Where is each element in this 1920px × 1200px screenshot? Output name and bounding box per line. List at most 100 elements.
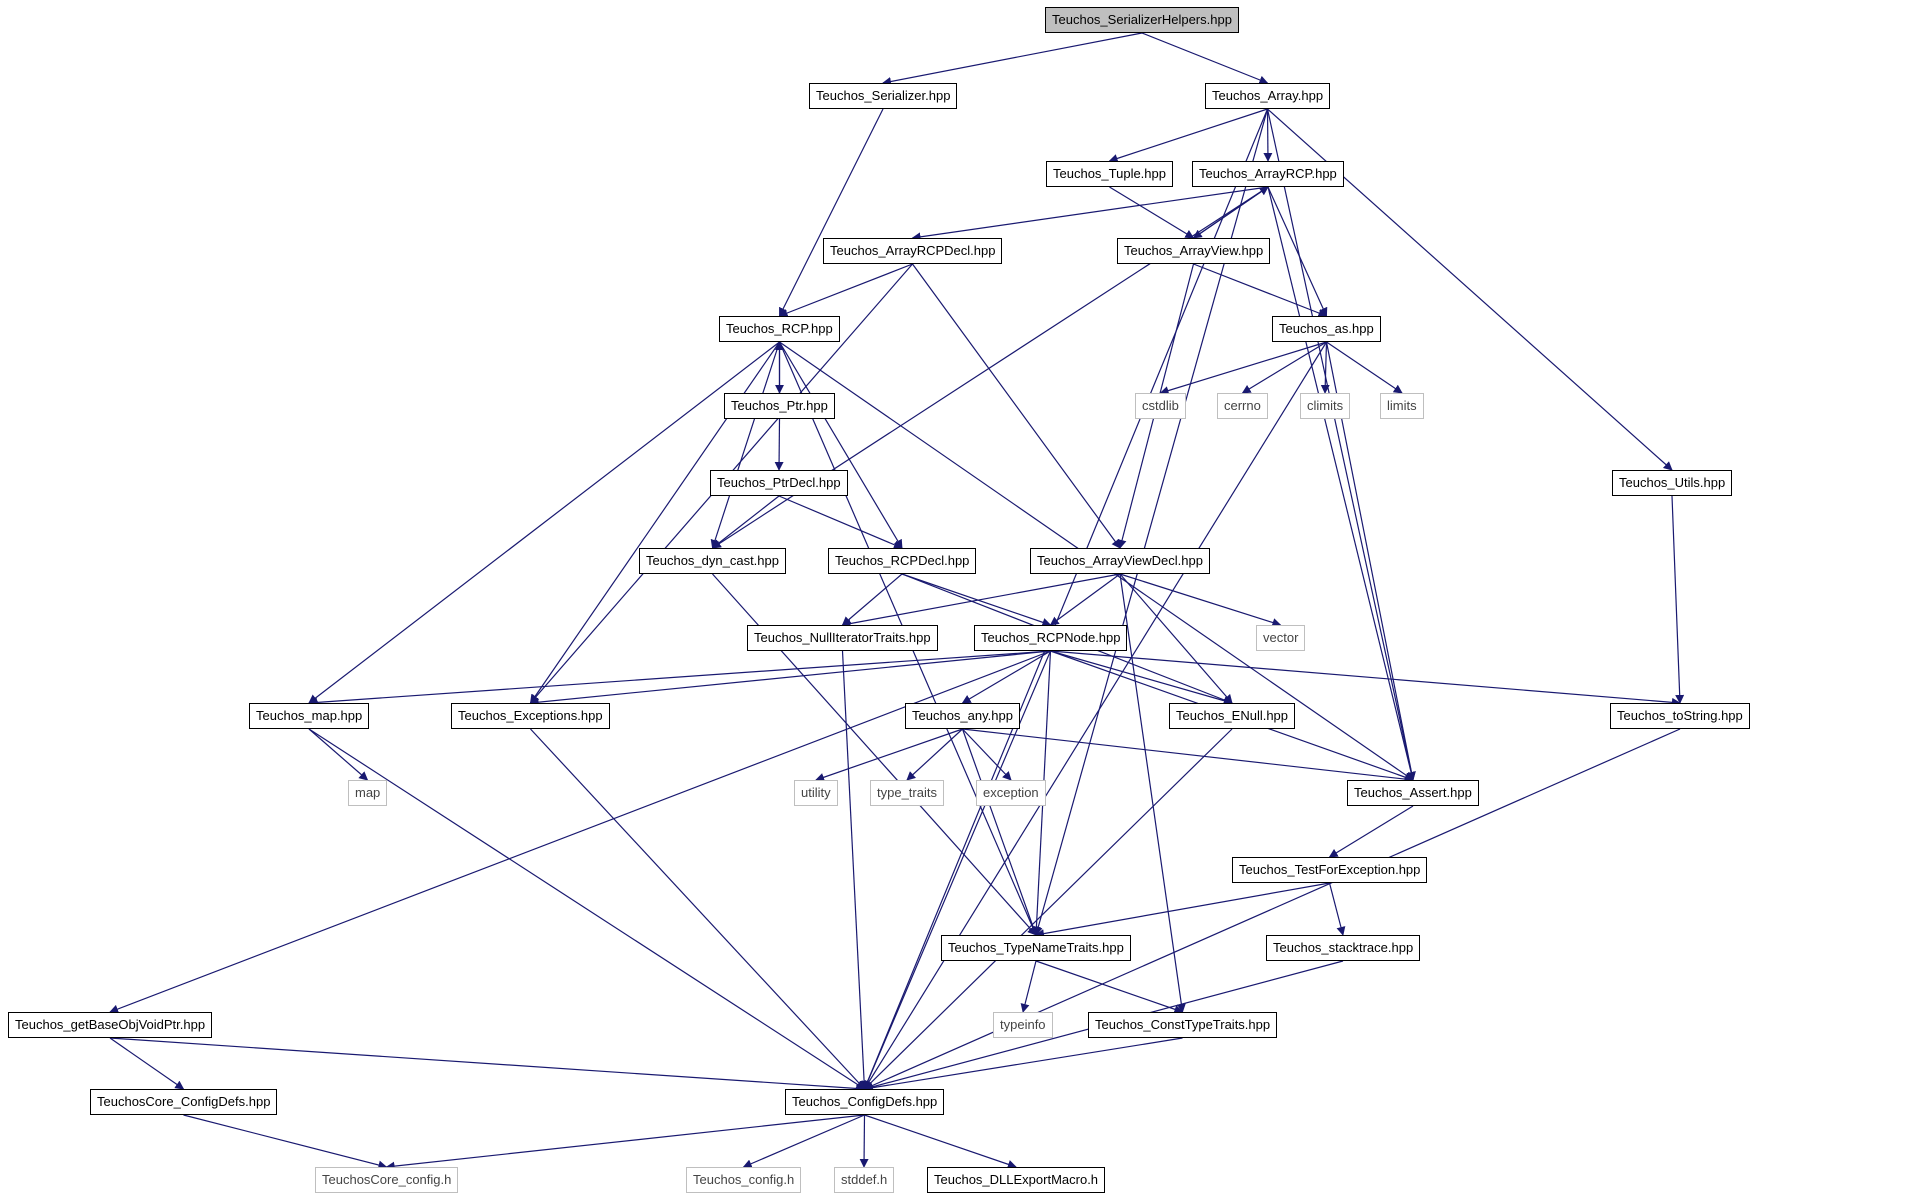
- edge-consttypetraits-to-configdefs: [863, 1037, 1183, 1093]
- node-climits: climits: [1300, 393, 1351, 419]
- node-typeinfo: typeinfo: [993, 1012, 1053, 1038]
- edge-as-to-cstdlib: [1159, 341, 1327, 395]
- edge-as-to-cerrno: [1241, 341, 1327, 394]
- edge-coreconfigdefs-to-core_config: [183, 1114, 388, 1170]
- node-limits: limits: [1380, 393, 1424, 419]
- edge-configdefs-to-stddef: [859, 1114, 869, 1168]
- node-consttypetraits[interactable]: Teuchos_ConstTypeTraits.hpp: [1088, 1012, 1278, 1038]
- node-array[interactable]: Teuchos_Array.hpp: [1205, 83, 1331, 109]
- edge-map_hpp-to-configdefs: [308, 728, 866, 1090]
- edge-assert-to-testforexception: [1328, 805, 1414, 858]
- node-arrayview[interactable]: Teuchos_ArrayView.hpp: [1117, 238, 1271, 264]
- edge-rcp-to-rcpdecl: [778, 341, 903, 549]
- node-exception: exception: [976, 780, 1046, 806]
- node-assert[interactable]: Teuchos_Assert.hpp: [1347, 780, 1479, 806]
- edge-rcpnode-to-exceptions: [529, 650, 1051, 707]
- edge-rcpnode-to-tostring: [1050, 650, 1681, 707]
- node-serializerhelpers[interactable]: Teuchos_SerializerHelpers.hpp: [1045, 7, 1239, 33]
- node-utils[interactable]: Teuchos_Utils.hpp: [1612, 470, 1733, 496]
- edge-arrayviewdecl-to-nulliteratortraits: [841, 573, 1121, 628]
- edge-arrayrcp-to-assert: [1267, 186, 1416, 781]
- node-typenametraits[interactable]: Teuchos_TypeNameTraits.hpp: [941, 935, 1131, 961]
- edge-typenametraits-to-typeinfo: [1020, 960, 1037, 1013]
- node-stacktrace[interactable]: Teuchos_stacktrace.hpp: [1266, 935, 1421, 961]
- edge-ptrdecl-to-rcpdecl: [778, 495, 903, 549]
- edge-arrayviewdecl-to-consttypetraits: [1119, 573, 1186, 1013]
- node-tostring[interactable]: Teuchos_toString.hpp: [1610, 703, 1750, 729]
- edge-typenametraits-to-consttypetraits: [1035, 960, 1184, 1014]
- node-getbaseobjvoidptr[interactable]: Teuchos_getBaseObjVoidPtr.hpp: [8, 1012, 213, 1038]
- node-any[interactable]: Teuchos_any.hpp: [905, 703, 1020, 729]
- node-utility: utility: [794, 780, 838, 806]
- edge-rcp-to-map_hpp: [308, 341, 780, 704]
- node-rcp[interactable]: Teuchos_RCP.hpp: [719, 316, 840, 342]
- edge-arrayrcpdecl-to-rcp: [778, 263, 913, 318]
- edge-any-to-typenametraits: [961, 728, 1038, 936]
- edge-map_hpp-to-map: [308, 728, 369, 781]
- edge-as-to-climits: [1320, 341, 1330, 394]
- node-cerrno: cerrno: [1217, 393, 1268, 419]
- node-arrayrcpdecl[interactable]: Teuchos_ArrayRCPDecl.hpp: [823, 238, 1003, 264]
- node-tuple[interactable]: Teuchos_Tuple.hpp: [1046, 161, 1173, 187]
- node-as[interactable]: Teuchos_as.hpp: [1272, 316, 1381, 342]
- edge-as-to-limits: [1326, 341, 1403, 394]
- edge-exceptions-to-configdefs: [530, 728, 866, 1090]
- edge-arrayviewdecl-to-enull: [1119, 573, 1233, 704]
- node-configdefs[interactable]: Teuchos_ConfigDefs.hpp: [785, 1089, 945, 1115]
- node-rcpnode[interactable]: Teuchos_RCPNode.hpp: [974, 625, 1128, 651]
- node-ptr[interactable]: Teuchos_Ptr.hpp: [724, 393, 835, 419]
- edge-array-to-typenametraits: [1033, 108, 1269, 936]
- edge-rcpnode-to-map_hpp: [308, 650, 1051, 707]
- node-arrayrcp[interactable]: Teuchos_ArrayRCP.hpp: [1192, 161, 1344, 187]
- edge-arrayviewdecl-to-rcpnode: [1049, 573, 1121, 626]
- edge-array-to-arrayrcp: [1263, 108, 1273, 162]
- edge-rcpdecl-to-rcpnode: [901, 573, 1052, 627]
- edge-arrayrcp-to-arrayrcpdecl: [911, 186, 1269, 242]
- edge-arrayrcpdecl-to-arrayviewdecl: [912, 263, 1121, 549]
- node-coreconfigdefs[interactable]: TeuchosCore_ConfigDefs.hpp: [90, 1089, 278, 1115]
- edge-serializer-to-rcp: [778, 108, 884, 317]
- edge-arrayview-to-as: [1193, 263, 1328, 318]
- node-serializer[interactable]: Teuchos_Serializer.hpp: [809, 83, 958, 109]
- edge-tuple-to-arrayview: [1109, 186, 1195, 239]
- edge-array-to-assert: [1266, 108, 1416, 781]
- edge-configdefs-to-core_config: [385, 1114, 865, 1171]
- edge-arrayrcp-to-as: [1267, 186, 1328, 317]
- edge-any-to-exception: [962, 728, 1012, 781]
- node-map-hpp[interactable]: Teuchos_map.hpp: [249, 703, 370, 729]
- node-enull[interactable]: Teuchos_ENull.hpp: [1169, 703, 1296, 729]
- edge-rcpnode-to-enull: [1050, 650, 1233, 706]
- node-map: map: [348, 780, 388, 806]
- edge-ptrdecl-to-dyn_cast: [711, 495, 780, 549]
- node-nulliteratortraits[interactable]: Teuchos_NullIteratorTraits.hpp: [747, 625, 938, 651]
- node-ptrdecl[interactable]: Teuchos_PtrDecl.hpp: [710, 470, 848, 496]
- edge-configdefs-to-config: [742, 1114, 865, 1168]
- node-dllexportmacro[interactable]: Teuchos_DLLExportMacro.h: [927, 1167, 1106, 1193]
- edge-any-to-assert: [962, 728, 1414, 784]
- edge-rcp-to-dyn_cast: [710, 341, 781, 549]
- node-arrayviewdecl[interactable]: Teuchos_ArrayViewDecl.hpp: [1030, 548, 1210, 574]
- node-cstdlib: cstdlib: [1135, 393, 1186, 419]
- edge-utils-to-tostring: [1671, 495, 1685, 704]
- edge-ptr-to-ptrdecl: [774, 418, 784, 471]
- edge-arrayviewdecl-to-vector: [1119, 573, 1282, 627]
- node-type-traits: type_traits: [870, 780, 944, 806]
- edge-rcpnode-to-any: [961, 650, 1051, 704]
- node-dyn-cast[interactable]: Teuchos_dyn_cast.hpp: [639, 548, 786, 574]
- edge-arrayview-to-arrayrcp: [1193, 186, 1269, 239]
- edge-rcpnode-to-getbaseobjvoidptr: [109, 650, 1051, 1014]
- node-testforexception[interactable]: Teuchos_TestForException.hpp: [1232, 857, 1428, 883]
- edge-any-to-type_traits: [906, 728, 963, 781]
- edge-getbaseobjvoidptr-to-coreconfigdefs: [109, 1037, 185, 1090]
- edge-serializerhelpers-to-array: [1141, 32, 1269, 85]
- node-stddef: stddef.h: [834, 1167, 895, 1193]
- node-exceptions[interactable]: Teuchos_Exceptions.hpp: [451, 703, 610, 729]
- edge-configdefs-to-dllexportmacro: [864, 1114, 1017, 1169]
- edge-any-to-utility: [815, 728, 963, 782]
- node-vector: vector: [1256, 625, 1306, 651]
- node-rcpdecl[interactable]: Teuchos_RCPDecl.hpp: [828, 548, 977, 574]
- edge-rcpdecl-to-nulliteratortraits: [841, 573, 903, 626]
- edge-enull-to-configdefs: [863, 728, 1233, 1090]
